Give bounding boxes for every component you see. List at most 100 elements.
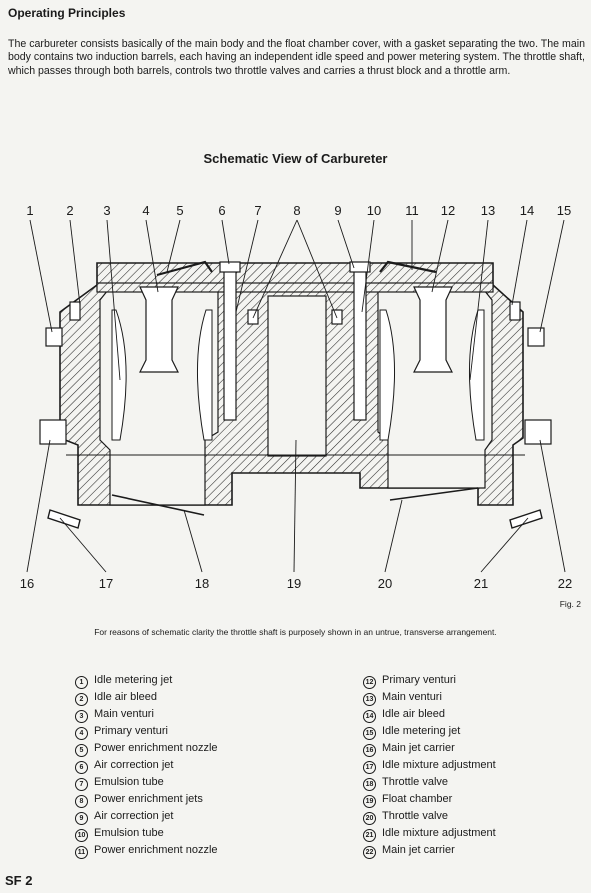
throttle-valve-left	[111, 494, 205, 516]
legend-label: Emulsion tube	[94, 827, 164, 839]
legend-item: 4 Primary venturi	[75, 723, 218, 740]
callout-1: 1	[26, 203, 33, 218]
legend-item: 1 Idle metering jet	[75, 672, 218, 689]
primary-venturi-left	[139, 286, 179, 373]
legend-number-13: 13	[363, 693, 376, 706]
legend-label: Power enrichment nozzle	[94, 742, 218, 754]
callout-20: 20	[378, 576, 392, 591]
legend-number-21: 21	[363, 829, 376, 842]
legend-label: Emulsion tube	[94, 776, 164, 788]
legend-label: Idle mixture adjustment	[382, 827, 496, 839]
legend-label: Power enrichment jets	[94, 793, 203, 805]
legend-label: Idle metering jet	[382, 725, 461, 737]
legend-number-4: 4	[75, 727, 88, 740]
callout-4: 4	[142, 203, 149, 218]
legend-item: 2 Idle air bleed	[75, 689, 218, 706]
throttle-valve-right	[389, 487, 479, 501]
legend-label: Throttle valve	[382, 810, 449, 822]
legend-item: 8 Power enrichment jets	[75, 791, 218, 808]
legend-number-17: 17	[363, 761, 376, 774]
power-enrichment-nozzle-left	[156, 260, 213, 277]
diagram-note: For reasons of schematic clarity the thr…	[94, 627, 497, 637]
air-correction-jet-left	[219, 261, 241, 273]
legend-label: Idle air bleed	[382, 708, 445, 720]
callout-5: 5	[176, 203, 183, 218]
legend-number-11: 11	[75, 846, 88, 859]
legend-number-3: 3	[75, 710, 88, 723]
legend-item: 17 Idle mixture adjustment	[363, 757, 496, 774]
callout-14: 14	[520, 203, 534, 218]
legend-number-19: 19	[363, 795, 376, 808]
idle-mixture-screw-left	[47, 509, 81, 529]
legend-label: Air correction jet	[94, 759, 174, 771]
legend-number-7: 7	[75, 778, 88, 791]
callout-19: 19	[287, 576, 301, 591]
main-jet-carrier-right	[524, 419, 552, 445]
callout-13: 13	[481, 203, 495, 218]
legend-number-18: 18	[363, 778, 376, 791]
callout-6: 6	[218, 203, 225, 218]
legend-label: Idle air bleed	[94, 691, 157, 703]
air-correction-jet-right	[349, 261, 371, 273]
legend-label: Float chamber	[382, 793, 453, 805]
legend-item: 10 Emulsion tube	[75, 825, 218, 842]
legend-number-8: 8	[75, 795, 88, 808]
idle-metering-jet-left	[45, 327, 63, 347]
legend-label: Main jet carrier	[382, 844, 455, 856]
diagram-title: Schematic View of Carbureter	[203, 151, 388, 166]
legend-item: 7 Emulsion tube	[75, 774, 218, 791]
callout-15: 15	[557, 203, 571, 218]
main-venturi-left	[111, 309, 127, 441]
legend-item: 9 Air correction jet	[75, 808, 218, 825]
legend-number-9: 9	[75, 812, 88, 825]
legend-label: Power enrichment nozzle	[94, 844, 218, 856]
legend-number-12: 12	[363, 676, 376, 689]
emulsion-tube-left	[223, 269, 237, 421]
idle-metering-jet-right	[527, 327, 545, 347]
callout-9: 9	[334, 203, 341, 218]
legend-number-16: 16	[363, 744, 376, 757]
callout-3: 3	[103, 203, 110, 218]
legend-label: Air correction jet	[94, 810, 174, 822]
legend-label: Idle mixture adjustment	[382, 759, 496, 771]
legend-item: 21 Idle mixture adjustment	[363, 825, 496, 842]
legend-item: 12 Primary venturi	[363, 672, 496, 689]
callout-8: 8	[293, 203, 300, 218]
idle-mixture-screw-right	[509, 509, 543, 529]
idle-air-bleed-right	[509, 301, 521, 321]
legend-number-10: 10	[75, 829, 88, 842]
callout-17: 17	[99, 576, 113, 591]
legend-item: 5 Power enrichment nozzle	[75, 740, 218, 757]
callout-2: 2	[66, 203, 73, 218]
legend-item: 19 Float chamber	[363, 791, 496, 808]
legend-number-1: 1	[75, 676, 88, 689]
idle-air-bleed-left	[69, 301, 81, 321]
main-venturi-right-inner	[469, 309, 485, 441]
section-heading: Operating Principles	[8, 6, 126, 20]
legend-number-22: 22	[363, 846, 376, 859]
carbureter-schematic: 1 2 3 4 5 6 7 8 9 10 11 12 13 14 15 16 1…	[20, 203, 572, 591]
legend-number-5: 5	[75, 744, 88, 757]
primary-venturi-right	[413, 286, 453, 373]
main-jet-carrier-left	[39, 419, 67, 445]
float-chamber	[267, 295, 327, 457]
legend-label: Primary venturi	[94, 725, 168, 737]
callout-10: 10	[367, 203, 381, 218]
callout-21: 21	[474, 576, 488, 591]
legend-label: Idle metering jet	[94, 674, 173, 686]
legend-number-2: 2	[75, 693, 88, 706]
callout-16: 16	[20, 576, 34, 591]
main-venturi-right	[379, 309, 395, 441]
legend-number-15: 15	[363, 727, 376, 740]
page-number: SF 2	[5, 873, 33, 888]
legend-label: Primary venturi	[382, 674, 456, 686]
main-venturi-left-inner	[197, 309, 213, 441]
